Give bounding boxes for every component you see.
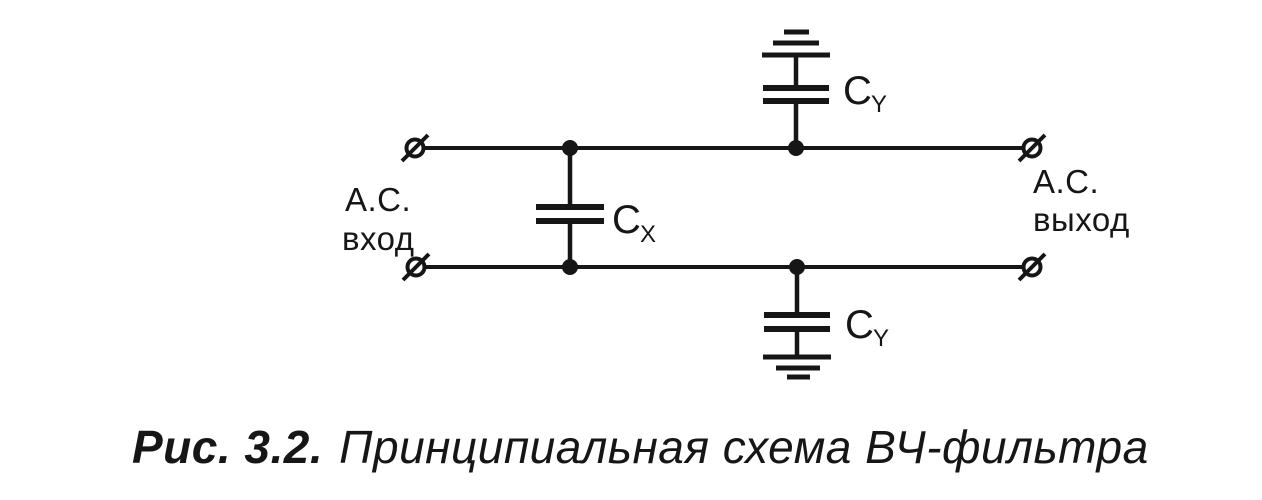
figure-title: Принципиальная схема ВЧ-фильтра	[339, 421, 1149, 473]
capacitor-cx-subscript: X	[640, 221, 656, 248]
figure-number: Рис. 3.2.	[132, 421, 324, 473]
capacitor-cy-bottom-symbol	[764, 259, 830, 357]
junction-dot	[788, 140, 804, 156]
capacitor-cy-bottom-label: C	[845, 303, 874, 347]
output-label-line2: выход	[1033, 201, 1130, 238]
output-terminal-top-icon	[1017, 133, 1047, 163]
input-label-line2: вход	[342, 220, 415, 257]
junction-dot	[562, 259, 578, 275]
capacitor-cy-bottom-subscript: Y	[873, 325, 889, 352]
capacitor-cy-top-label: C	[843, 69, 872, 113]
output-label-line1: А.С.	[1033, 163, 1099, 200]
capacitor-cx-symbol	[536, 140, 604, 275]
input-terminal-top-icon	[400, 133, 430, 163]
output-terminal-bottom-icon	[1017, 252, 1047, 282]
capacitor-cx-label: C	[612, 198, 641, 242]
capacitor-cy-top-subscript: Y	[871, 91, 887, 118]
ground-bottom-icon	[763, 354, 831, 380]
junction-dot	[562, 140, 578, 156]
figure-caption: Рис. 3.2. Принципиальная схема ВЧ-фильтра	[132, 420, 1149, 474]
input-terminal-bottom-icon	[401, 252, 431, 282]
input-label-line1: А.С.	[345, 181, 411, 218]
capacitor-cy-top-symbol	[763, 55, 829, 156]
ground-top-icon	[762, 29, 830, 58]
